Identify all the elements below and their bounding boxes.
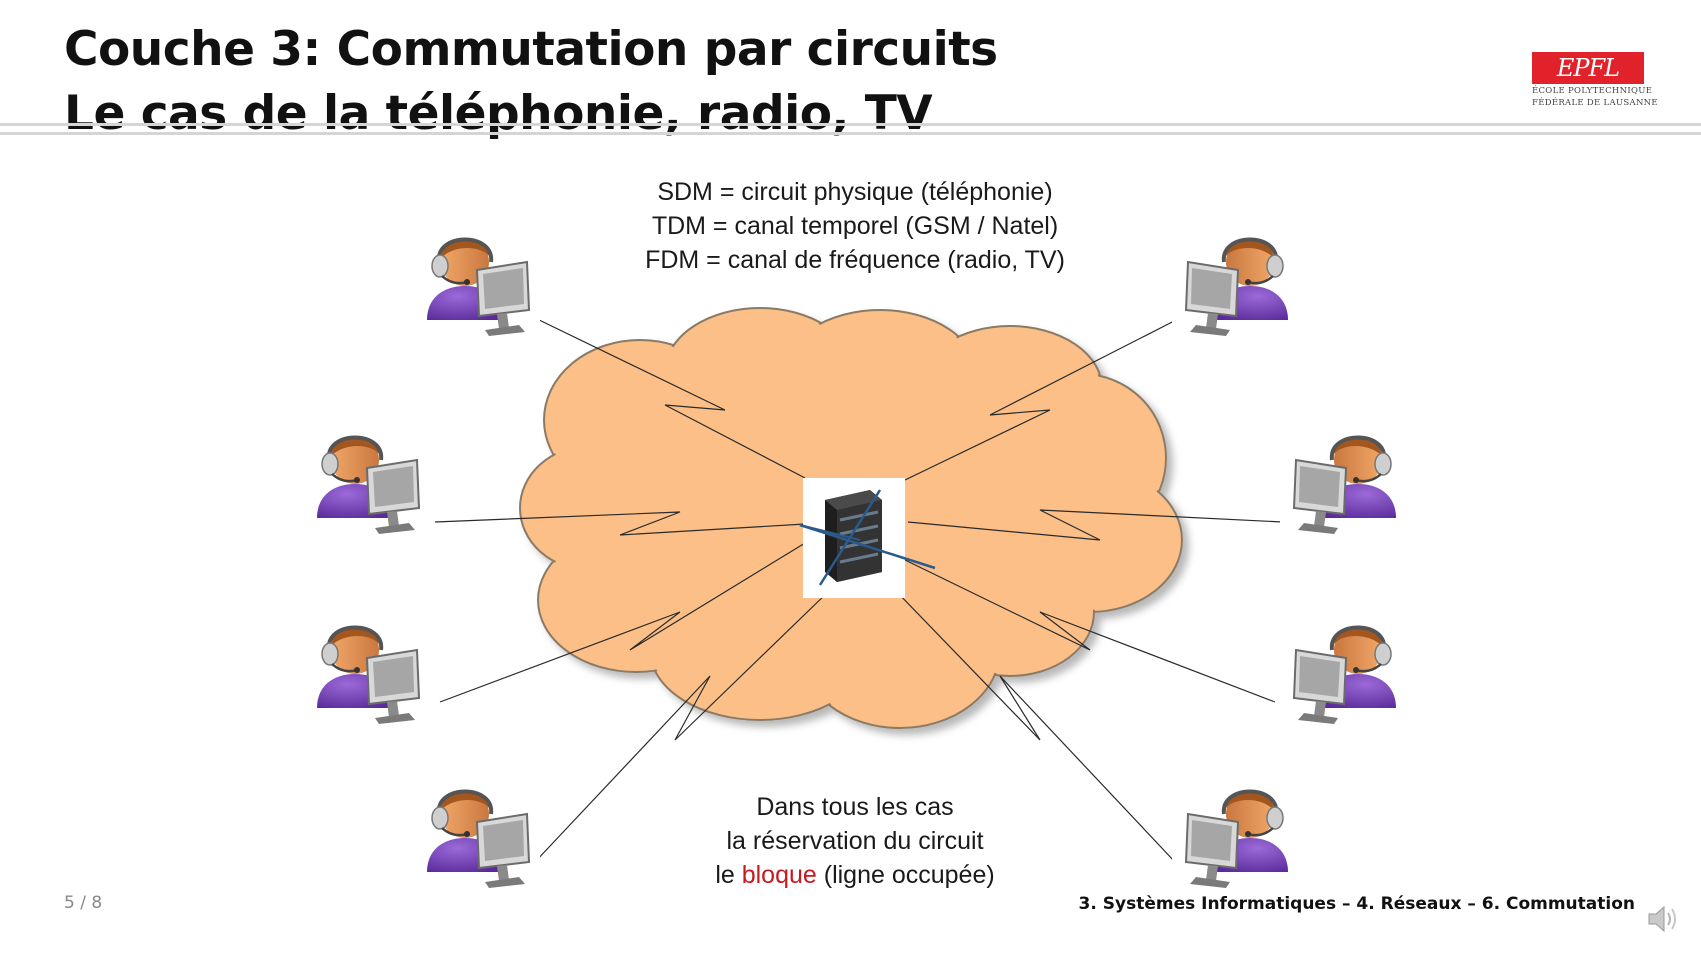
user-icon-bottom-left: [410, 772, 540, 890]
speaker-icon[interactable]: [1646, 902, 1682, 936]
title-line-1: Couche 3: Commutation par circuits: [64, 22, 998, 77]
logo-mark: EPFL: [1532, 52, 1644, 84]
page-number: 5 / 8: [64, 893, 103, 913]
user-icon-mid-right-1: [1280, 418, 1410, 536]
course-footer: 3. Systèmes Informatiques – 4. Réseaux –…: [1078, 894, 1635, 914]
circuit-switch: [799, 478, 936, 598]
title-line-2: Le cas de la téléphonie, radio, TV: [64, 86, 933, 141]
logo-line-1: ÉCOLE POLYTECHNIQUE: [1532, 86, 1653, 96]
note-fdm: FDM = canal de fréquence (radio, TV): [645, 246, 1065, 274]
network-cloud: [519, 307, 1183, 729]
circuit-lines: [434, 317, 1283, 863]
header-rule-2: [0, 132, 1701, 135]
user-icon-top-left: [410, 220, 540, 338]
slide-title: Couche 3: Commutation par circuits Le ca…: [64, 18, 998, 146]
logo-line-2: FÉDÉRALE DE LAUSANNE: [1532, 98, 1658, 108]
blocking-line-3: le bloque (ligne occupée): [600, 858, 1110, 892]
user-icon-top-right: [1172, 220, 1302, 338]
header-rule-1: [0, 123, 1701, 126]
blocking-suffix: (ligne occupée): [816, 861, 995, 889]
epfl-logo: EPFL ÉCOLE POLYTECHNIQUE FÉDÉRALE DE LAU…: [1532, 52, 1658, 108]
blocking-line-2: la réservation du circuit: [726, 827, 984, 855]
user-icon-bottom-right: [1172, 772, 1302, 890]
multiplexing-notes: SDM = circuit physique (téléphonie) TDM …: [600, 175, 1110, 277]
user-icon-mid-right-2: [1280, 608, 1410, 726]
server-icon: [825, 490, 882, 582]
blocking-highlight: bloque: [741, 861, 817, 889]
note-tdm: TDM = canal temporel (GSM / Natel): [651, 212, 1059, 240]
user-icon-mid-left-1: [300, 418, 430, 536]
blocking-line-1: Dans tous les cas: [756, 793, 954, 821]
user-icon-mid-left-2: [300, 608, 430, 726]
note-sdm: SDM = circuit physique (téléphonie): [657, 178, 1053, 206]
blocking-note: Dans tous les cas la réservation du circ…: [600, 790, 1110, 892]
blocking-prefix: le: [715, 861, 742, 889]
